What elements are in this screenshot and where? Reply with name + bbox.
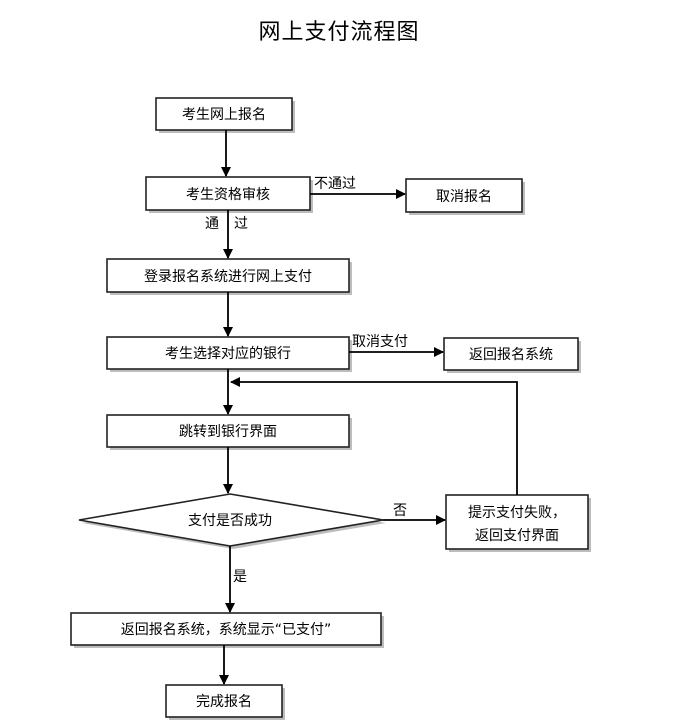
node-cancel-registration-label: 取消报名 xyxy=(436,189,492,205)
node-register-label: 考生网上报名 xyxy=(182,107,266,123)
node-register: 考生网上报名 xyxy=(155,97,295,133)
node-paid: 返回报名系统，系统显示“已支付” xyxy=(70,612,384,648)
node-review-label: 考生资格审核 xyxy=(186,187,270,203)
node-pay-success: 支付是否成功 xyxy=(78,493,386,549)
node-return-system-label: 返回报名系统 xyxy=(469,347,553,363)
edge-fail-loop xyxy=(230,377,518,495)
node-return-system: 返回报名系统 xyxy=(443,337,581,373)
edge-label-passed-1: 通 xyxy=(205,216,219,232)
edge-label-cancel-pay: 取消支付 xyxy=(352,334,408,350)
edge-label-passed-2: 过 xyxy=(234,216,248,232)
page-title: 网上支付流程图 xyxy=(258,20,420,45)
node-goto-bank-label: 跳转到银行界面 xyxy=(179,424,277,440)
edge-label-yes: 是 xyxy=(233,569,247,585)
node-review: 考生资格审核 xyxy=(145,176,313,213)
node-cancel-registration: 取消报名 xyxy=(405,178,525,215)
node-fail-line1: 提示支付失败， xyxy=(468,505,566,521)
node-login-pay-label: 登录报名系统进行网上支付 xyxy=(144,269,312,285)
node-done-label: 完成报名 xyxy=(196,694,252,710)
node-paid-label: 返回报名系统，系统显示“已支付” xyxy=(121,622,332,638)
edge-label-not-passed: 不通过 xyxy=(314,176,356,192)
node-fail-line2: 返回支付界面 xyxy=(475,528,559,544)
node-login-pay: 登录报名系统进行网上支付 xyxy=(106,258,352,295)
edge-label-no: 否 xyxy=(393,503,407,519)
node-fail: 提示支付失败， 返回支付界面 xyxy=(445,494,591,552)
node-choose-bank-label: 考生选择对应的银行 xyxy=(165,345,291,362)
node-goto-bank: 跳转到银行界面 xyxy=(106,414,352,450)
node-pay-success-label: 支付是否成功 xyxy=(188,513,272,529)
node-choose-bank: 考生选择对应的银行 xyxy=(106,336,352,372)
node-done: 完成报名 xyxy=(165,684,285,720)
